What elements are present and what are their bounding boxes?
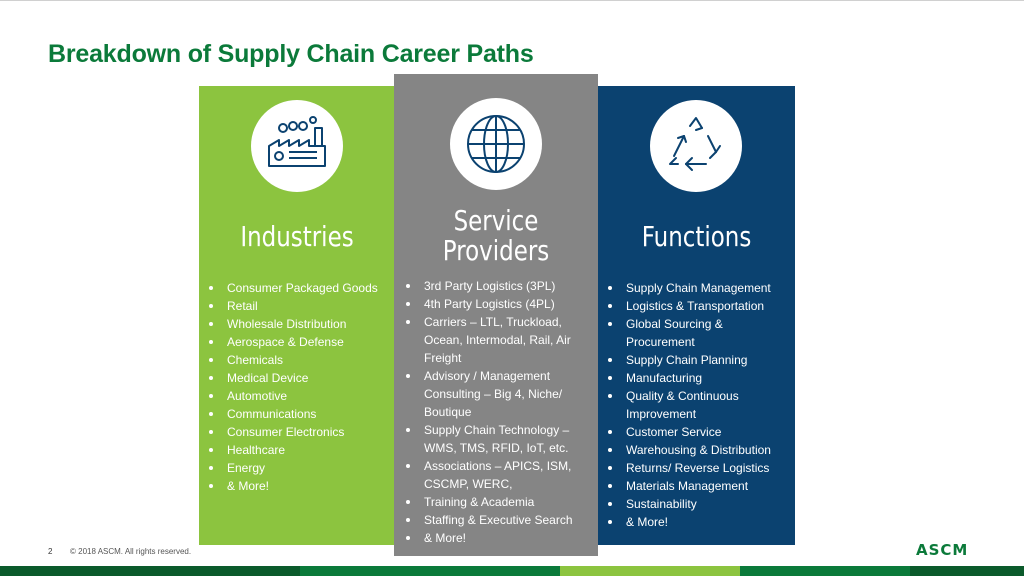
list-item: Communications [203,405,393,423]
page-number: 2 [48,547,53,556]
list-item: Consumer Packaged Goods [203,279,393,297]
list-item: Automotive [203,387,393,405]
list-item: Supply Chain Management [602,279,794,297]
service-providers-heading: Service Providers [412,206,579,266]
list-item: Carriers – LTL, Truckload, Ocean, Interm… [400,313,596,367]
list-item: Global Sourcing & Procurement [602,315,794,351]
list-item: Returns/ Reverse Logistics [602,459,794,477]
bottom-bar-segment [740,566,910,576]
list-item: Warehousing & Distribution [602,441,794,459]
slide-title: Breakdown of Supply Chain Career Paths [48,40,534,68]
list-item: Chemicals [203,351,393,369]
bottom-bar-segment [910,566,1024,576]
list-item: Quality & Continuous Improvement [602,387,794,423]
bottom-color-bar [0,566,1024,576]
bottom-bar-segment [0,566,300,576]
service-providers-heading-line2: Providers [442,234,550,267]
list-item: & More! [203,477,393,495]
industries-list: Consumer Packaged Goods Retail Wholesale… [203,279,393,495]
list-item: & More! [602,513,794,531]
list-item: 4th Party Logistics (4PL) [400,295,596,313]
copyright-text: © 2018 ASCM. All rights reserved. [70,547,192,556]
functions-icon-circle [650,100,742,192]
list-item: & More! [400,529,596,547]
list-item: Energy [203,459,393,477]
list-item: 3rd Party Logistics (3PL) [400,277,596,295]
globe-icon [467,115,525,173]
list-item: Sustainability [602,495,794,513]
list-item: Aerospace & Defense [203,333,393,351]
recycle-icon [669,117,721,171]
list-item: Consumer Electronics [203,423,393,441]
service-providers-list: 3rd Party Logistics (3PL) 4th Party Logi… [400,277,596,547]
functions-column: Functions Supply Chain Management Logist… [598,86,795,545]
bottom-bar-segment [300,566,560,576]
list-item: Materials Management [602,477,794,495]
industries-icon-circle [251,100,343,192]
list-item: Associations – APICS, ISM, CSCMP, WERC, [400,457,596,493]
list-item: Manufacturing [602,369,794,387]
industries-heading: Industries [240,220,354,253]
list-item: Healthcare [203,441,393,459]
list-item: Advisory / Management Consulting – Big 4… [400,367,596,421]
list-item: Wholesale Distribution [203,315,393,333]
list-item: Supply Chain Planning [602,351,794,369]
service-providers-column: Service Providers 3rd Party Logistics (3… [394,74,598,556]
list-item: Training & Academia [400,493,596,511]
bottom-bar-segment [560,566,740,576]
functions-list: Supply Chain Management Logistics & Tran… [602,279,794,531]
list-item: Supply Chain Technology – WMS, TMS, RFID… [400,421,596,457]
list-item: Logistics & Transportation [602,297,794,315]
functions-heading: Functions [641,220,752,253]
list-item: Customer Service [602,423,794,441]
list-item: Retail [203,297,393,315]
industries-column: Industries Consumer Packaged Goods Retai… [199,86,395,545]
list-item: Medical Device [203,369,393,387]
factory-icon [268,116,326,167]
list-item: Staffing & Executive Search [400,511,596,529]
ascm-logo: ASCM [916,541,969,559]
service-providers-icon-circle [450,98,542,190]
top-divider [0,0,1024,1]
service-providers-heading-line1: Service [453,204,539,237]
